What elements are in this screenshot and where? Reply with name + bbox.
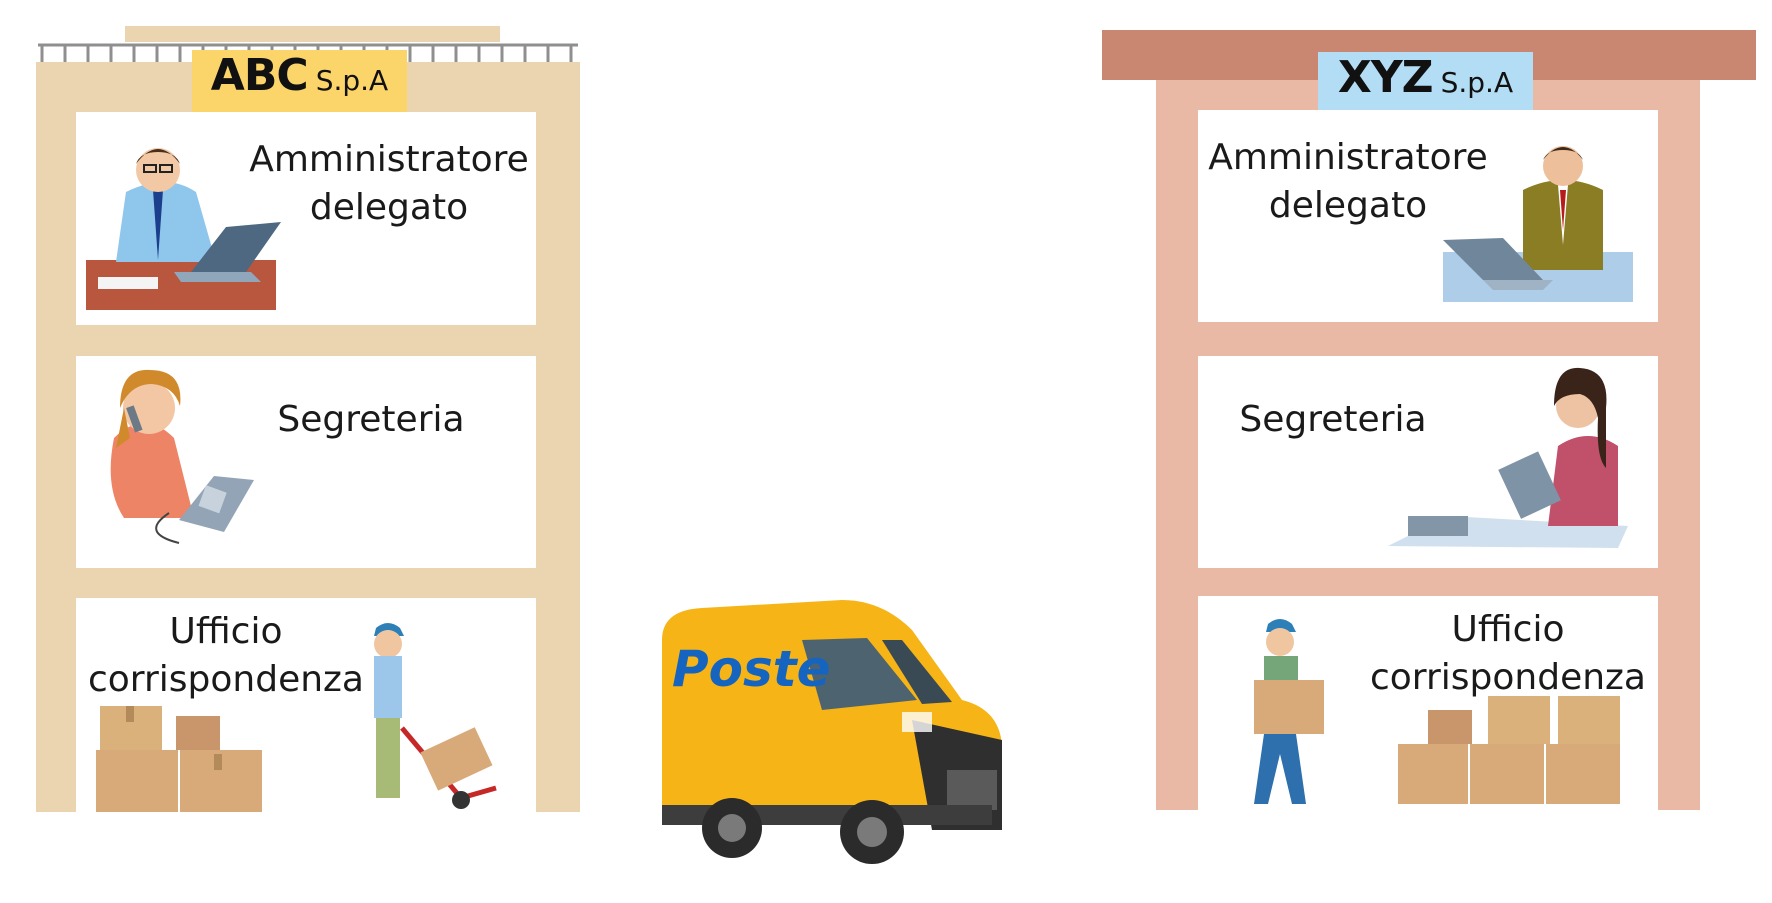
ceo-at-laptop-icon	[86, 148, 281, 310]
xyz-ceo-label: Amministratore delegato	[1208, 137, 1488, 226]
abc-room-mail: Ufficio corrispondenza	[76, 598, 536, 813]
abc-mail-label: Ufficio corrispondenza	[87, 611, 364, 700]
abc-company-name: ABC	[210, 50, 309, 101]
postal-van-icon: Poste	[662, 600, 1002, 864]
van-brand-text: Poste	[672, 640, 831, 698]
xyz-room-mail: Ufficio corrispondenza	[1198, 596, 1658, 811]
secretary-tablet-icon	[1388, 367, 1628, 548]
xyz-company-name: XYZ	[1337, 52, 1434, 103]
xyz-company-sign: XYZ S.p.A	[1318, 52, 1533, 116]
xyz-mail-label: Ufficio corrispondenza	[1369, 609, 1646, 698]
ceo-at-laptop-icon	[1443, 146, 1633, 302]
secretary-phone-icon	[110, 369, 254, 544]
xyz-company-suffix: S.p.A	[1440, 66, 1514, 99]
abc-secretary-label: Segreteria	[277, 399, 465, 440]
boxes-stack-icon	[96, 706, 262, 812]
abc-company-sign: ABC S.p.A	[192, 50, 407, 114]
xyz-room-secretary: Segreteria	[1198, 356, 1658, 568]
abc-room-ceo: Amministratore delegato	[76, 112, 536, 325]
worker-carrying-box-icon	[1254, 619, 1324, 804]
xyz-room-ceo: Amministratore delegato	[1198, 110, 1658, 322]
abc-company-suffix: S.p.A	[315, 64, 389, 97]
worker-handtruck-icon	[374, 623, 497, 809]
abc-roof-top	[125, 26, 500, 42]
abc-ceo-label: Amministratore delegato	[249, 139, 529, 228]
abc-room-secretary: Segreteria	[76, 356, 536, 568]
boxes-stack-icon	[1398, 696, 1620, 804]
xyz-secretary-label: Segreteria	[1239, 399, 1427, 440]
